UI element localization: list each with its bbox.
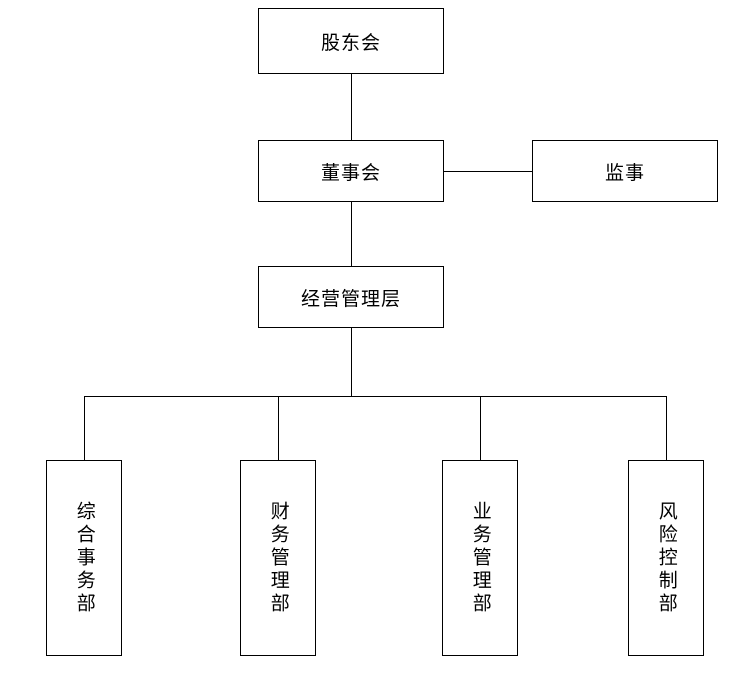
node-general-affairs[interactable]: 综合事务部 (46, 460, 122, 656)
connector-drop-general-affairs (84, 396, 85, 460)
node-finance[interactable]: 财务管理部 (240, 460, 316, 656)
connector-drop-business (480, 396, 481, 460)
node-board[interactable]: 董事会 (258, 140, 444, 202)
connector-shareholders-to-board (351, 74, 352, 140)
node-management[interactable]: 经营管理层 (258, 266, 444, 328)
connector-board-to-supervisor (444, 171, 532, 172)
node-supervisor[interactable]: 监事 (532, 140, 718, 202)
connector-drop-risk-control (666, 396, 667, 460)
node-label-general-affairs: 综合事务部 (73, 500, 95, 616)
node-label-board: 董事会 (320, 162, 381, 184)
node-label-finance: 财务管理部 (267, 500, 289, 616)
node-label-business: 业务管理部 (469, 500, 491, 616)
connector-horizontal-bus (84, 396, 666, 397)
connector-management-to-bus (351, 328, 352, 396)
node-shareholders[interactable]: 股东会 (258, 8, 444, 74)
connector-board-to-management (351, 202, 352, 266)
node-label-risk-control: 风险控制部 (655, 500, 677, 616)
node-label-shareholders: 股东会 (320, 32, 381, 54)
node-business[interactable]: 业务管理部 (442, 460, 518, 656)
node-label-management: 经营管理层 (300, 288, 401, 310)
connector-drop-finance (278, 396, 279, 460)
node-risk-control[interactable]: 风险控制部 (628, 460, 704, 656)
node-label-supervisor: 监事 (604, 162, 645, 184)
